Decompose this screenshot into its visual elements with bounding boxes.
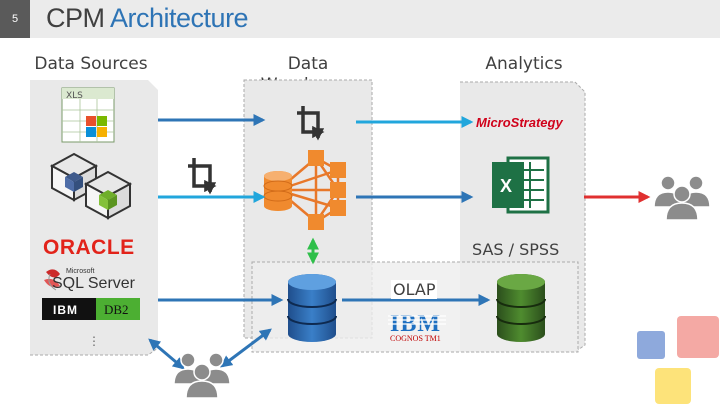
warehouse-line-1: Data [287, 54, 329, 74]
etl-transform-icon-warehouse [297, 106, 325, 141]
cognos-tm1-text: COGNOS TM1 [390, 334, 441, 343]
data-warehouse-network-icon [263, 150, 346, 230]
arrow-users-to-sources [148, 338, 185, 370]
green-cube-icon [83, 170, 133, 220]
users-group-icon-bottom [173, 352, 231, 399]
xls-file-icon [61, 87, 115, 143]
slide-title: CPM Architecture [46, 3, 249, 34]
ibm-db2-logo: IBM DB2 [42, 298, 140, 320]
users-group-icon-right [653, 175, 711, 221]
ibm-cognos-tm1-logo: IBM COGNOS TM1 [388, 311, 446, 343]
decorative-square-yellow [655, 368, 691, 404]
db2-text: DB2 [104, 302, 129, 317]
column-header-analytics: Analytics [485, 54, 563, 74]
title-part-2: Architecture [110, 3, 249, 33]
sql-server-logo: Microsoft SQL Server [44, 268, 136, 292]
column-header-data-sources: Data Sources [34, 54, 148, 74]
microsoft-text: Microsoft [66, 268, 94, 275]
olap-database-blue-icon [287, 274, 337, 342]
olap-database-green-icon [496, 274, 546, 342]
header-bar [0, 0, 720, 38]
arrow-users-to-olap [220, 328, 272, 368]
slide-number: 5 [0, 0, 30, 38]
ibm-text: IBM [53, 303, 78, 317]
excel-icon: X [492, 156, 550, 214]
microstrategy-logo: MicroStrategy [476, 115, 563, 130]
sql-server-text: SQL Server [52, 275, 136, 292]
decorative-square-blue [637, 331, 665, 359]
excel-x-letter: X [500, 176, 512, 196]
olap-label: OLAP [391, 280, 438, 299]
oracle-logo: ORACLE [43, 236, 135, 259]
title-part-1: CPM [46, 3, 105, 33]
xls-label: XLS [66, 91, 83, 101]
etl-transform-icon-sources [188, 158, 217, 195]
ellipsis-more: ⋮ [88, 334, 100, 348]
decorative-square-pink [677, 316, 719, 358]
sas-spss-label: SAS / SPSS [472, 240, 560, 259]
